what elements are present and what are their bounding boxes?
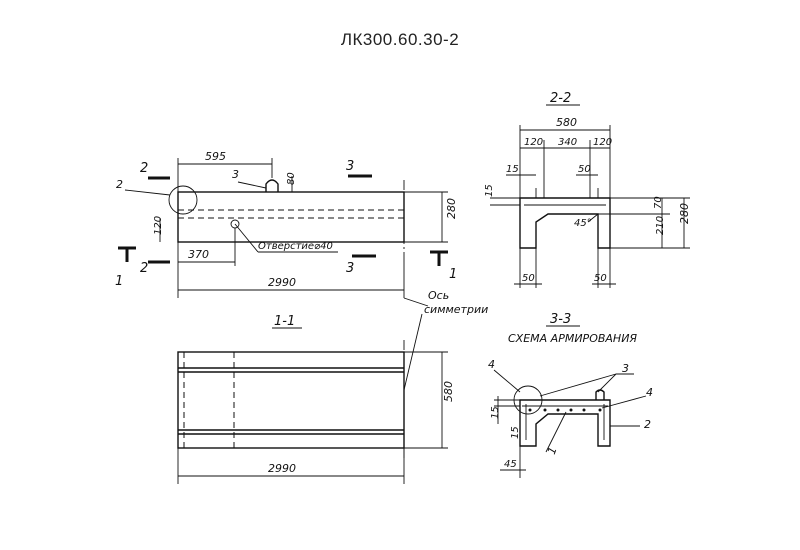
dim-45-bottom: 45 <box>504 459 517 470</box>
cut-mark-2-bottom: 2 <box>140 261 148 276</box>
dim-15-a: 15 <box>506 164 519 175</box>
section-3-3-profile <box>519 399 611 447</box>
dim-80: 80 <box>286 172 297 185</box>
dim-580-plan: 580 <box>442 381 455 402</box>
dim-15-s3: 15 <box>490 406 501 419</box>
section-2-2-profile <box>519 197 611 249</box>
lifting-loop <box>265 179 279 192</box>
front-view-outline <box>177 191 405 243</box>
cut-mark-1-left: 1 <box>115 274 123 289</box>
reinforcement-scheme-title: СХЕМА АРМИРОВАНИЯ <box>508 332 637 345</box>
dim-120-a: 120 <box>524 137 543 148</box>
dim-15-s3b: 15 <box>510 426 521 439</box>
hole-label: Отверстие⌀40 <box>258 241 333 252</box>
cut-mark-2-top: 2 <box>140 161 148 176</box>
dim-595: 595 <box>205 150 226 163</box>
dim-50-bottom-right: 50 <box>594 273 607 284</box>
dim-50-bottom-left: 50 <box>522 273 535 284</box>
dim-45-deg: 45° <box>574 218 592 229</box>
dim-280-front: 280 <box>445 198 458 219</box>
pos-label-1-section: 1 <box>545 445 560 456</box>
leader-pos-2 <box>124 189 171 196</box>
section-3-3: 3-3 СХЕМА АРМИРОВАНИЯ 4 3 4 2 1 <box>488 312 653 478</box>
leader-axis-1 <box>403 297 429 307</box>
pos-label-2: 2 <box>116 178 123 191</box>
dim-70: 70 <box>653 196 664 209</box>
axis-label-1: Ось <box>428 289 449 302</box>
detail-circle-2 <box>168 185 198 215</box>
dim-280-side: 280 <box>678 203 691 224</box>
dim-15-b: 15 <box>484 184 495 197</box>
cut-mark-3-top: 3 <box>346 159 354 174</box>
dim-210: 210 <box>655 216 666 235</box>
section-3-3-title: 3-3 <box>550 312 571 327</box>
dim-2990-front: 2990 <box>268 276 296 289</box>
cut-mark-3-bottom: 3 <box>346 261 354 276</box>
dim-50-top: 50 <box>578 164 591 175</box>
dim-2990-plan: 2990 <box>268 462 296 475</box>
dim-120-left: 120 <box>153 216 164 235</box>
dim-580-top: 580 <box>556 116 577 129</box>
axis-label-2: симметрии <box>424 303 488 316</box>
reinforcement-loop <box>595 389 605 400</box>
section-1-1: 1-1 580 2990 <box>177 314 455 484</box>
cut-mark-1-right: 1 <box>449 267 457 282</box>
leader-pos-3 <box>237 181 267 189</box>
drawing-title: ЛК300.60.30-2 <box>340 30 460 49</box>
pos-label-3-front: 3 <box>232 168 239 181</box>
pos-label-2-section: 2 <box>644 418 651 431</box>
section-2-2: 2-2 580 120 340 120 15 50 15 70 210 280 <box>484 91 691 288</box>
dim-340: 340 <box>558 137 577 148</box>
dim-120-b: 120 <box>593 137 612 148</box>
front-view: 2 3 Отверстие⌀40 595 80 120 280 370 2 <box>115 150 458 298</box>
pos-label-4-left: 4 <box>488 358 495 371</box>
pos-label-3-section: 3 <box>622 362 629 375</box>
pos-label-4-right: 4 <box>646 386 653 399</box>
dim-370: 370 <box>188 248 209 261</box>
section-2-2-title: 2-2 <box>550 91 571 106</box>
section-1-1-title: 1-1 <box>274 314 295 329</box>
leader-hole <box>234 223 259 253</box>
